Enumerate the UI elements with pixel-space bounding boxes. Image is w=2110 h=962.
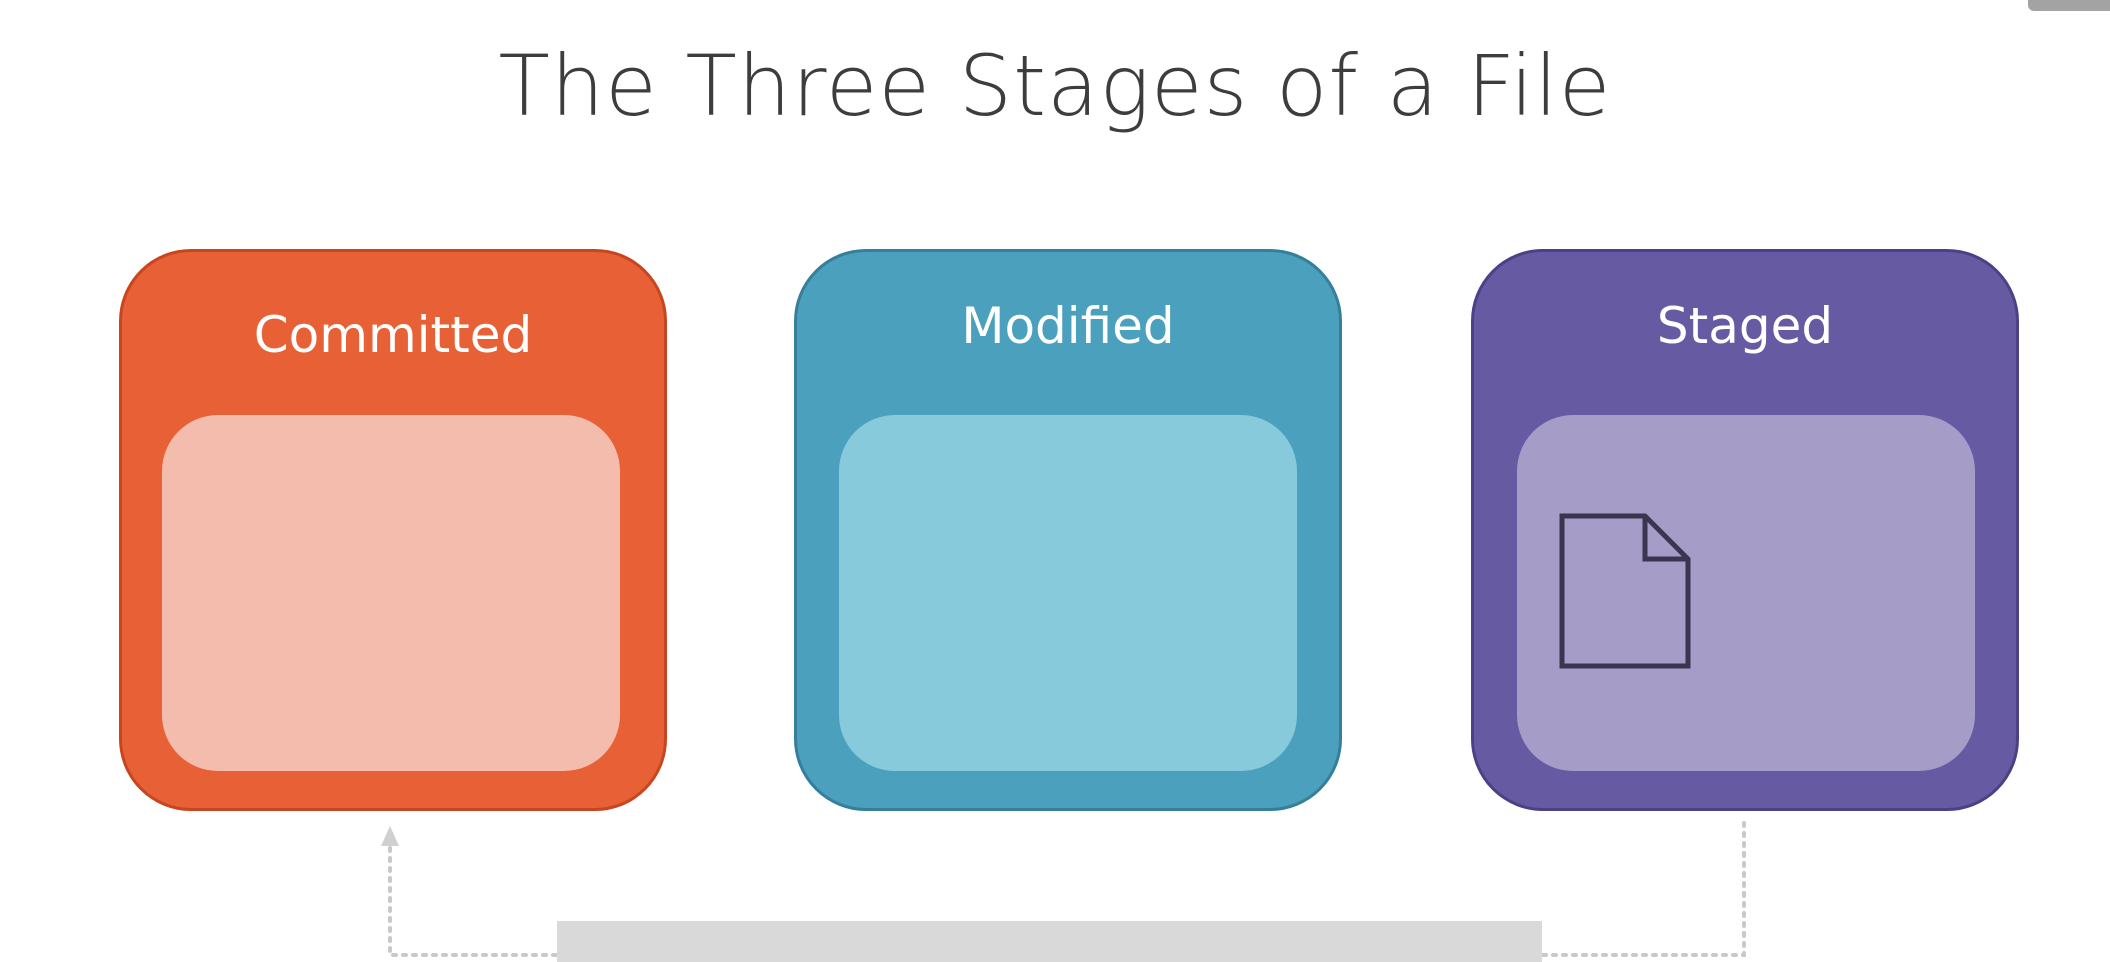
window-corner-tab[interactable] — [2028, 0, 2110, 11]
arrow-up-icon — [381, 826, 399, 846]
committed-stage-label: Committed — [253, 306, 533, 364]
modified-stage-label: Modified — [961, 297, 1175, 355]
caption-bar — [557, 921, 1542, 962]
committed-stage-area — [162, 415, 620, 771]
staged-stage-box: Staged — [1471, 249, 2019, 811]
file-icon — [1559, 513, 1691, 669]
staged-stage-area — [1517, 415, 1975, 771]
modified-stage-area — [839, 415, 1297, 771]
slide-title: The Three Stages of a File — [498, 37, 1612, 135]
staged-stage-label: Staged — [1656, 297, 1834, 355]
modified-stage-box: Modified — [794, 249, 1342, 811]
committed-stage-box: Committed — [119, 249, 667, 811]
